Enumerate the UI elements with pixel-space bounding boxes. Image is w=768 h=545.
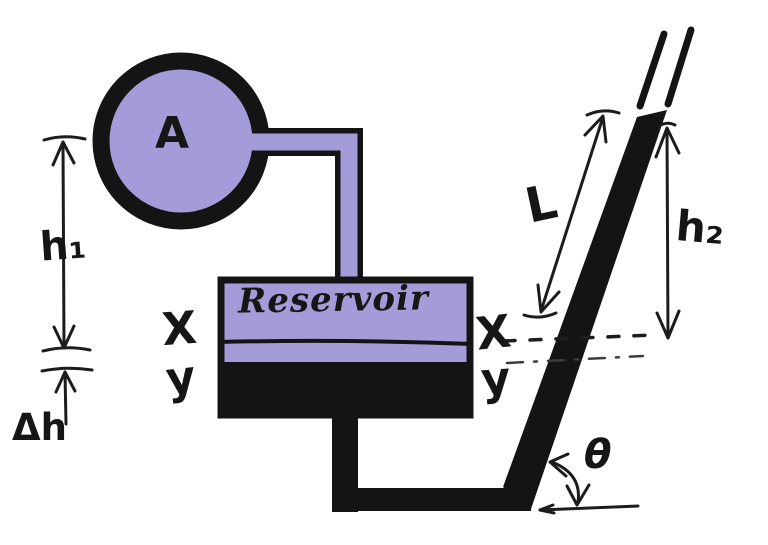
h1-label: h₁ [38, 221, 88, 271]
h2-dimension-arrow [654, 121, 681, 340]
reservoir-level-x-line [218, 338, 473, 346]
level-y-right-label: y [479, 351, 513, 406]
delta-h-label: Δh [12, 406, 67, 449]
inclined-tube-fluid [503, 110, 667, 509]
theta-angle-arrow [538, 452, 640, 515]
h1-dimension-arrow [41, 135, 92, 353]
theta-label: θ [584, 432, 612, 478]
level-x-dashed-line [502, 333, 656, 343]
pipe-fluid [246, 133, 358, 286]
reservoir-label: Reservoir [237, 278, 430, 322]
level-x-right-label: X [473, 304, 514, 361]
l-dimension-arrow [522, 109, 621, 319]
reservoir-dark-fluid [219, 362, 471, 416]
level-x-left-label: X [160, 300, 199, 357]
delta-h-dimension-arrow [40, 366, 94, 426]
bottom-pipe-fluid [332, 488, 531, 511]
h2-label: h₂ [674, 200, 727, 255]
vessel-label: A [155, 108, 190, 159]
level-y-left-label: y [163, 349, 199, 406]
tube-top-left-wall [636, 30, 668, 110]
pipe-outline [258, 128, 363, 284]
tube-top-right-wall [664, 26, 695, 108]
level-y-dashdot-line [505, 354, 645, 365]
